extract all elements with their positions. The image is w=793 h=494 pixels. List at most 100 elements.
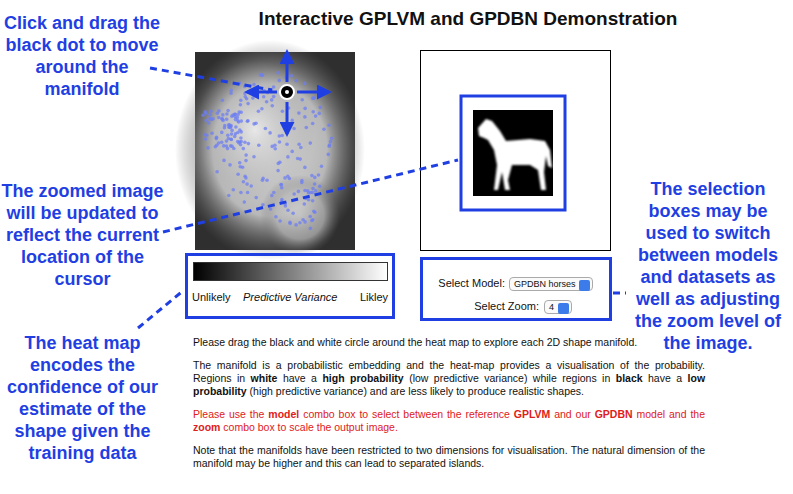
training-point (242, 180, 246, 184)
training-point (261, 73, 265, 77)
training-point (276, 71, 280, 75)
training-point (281, 110, 285, 114)
training-point (314, 189, 318, 193)
training-point (204, 137, 208, 141)
annotation: The zoomed image will be updated to refl… (0, 180, 165, 290)
training-point (299, 146, 303, 150)
training-point (265, 178, 269, 182)
training-point (244, 159, 248, 163)
training-point (210, 131, 214, 135)
body-text: combo box to select between the referenc… (303, 408, 510, 420)
training-point (220, 117, 224, 121)
training-point (303, 166, 307, 170)
training-point (269, 207, 273, 211)
training-point (314, 114, 318, 118)
training-point (257, 109, 261, 113)
scale-label: Predictive Variance (243, 291, 337, 303)
training-point (300, 98, 304, 102)
training-point (220, 117, 224, 121)
training-point (313, 182, 317, 186)
training-point (297, 190, 301, 194)
training-point (291, 212, 295, 216)
title: Interactive GPLVM and GPDBN Demonstratio… (259, 8, 678, 30)
training-point (311, 110, 315, 114)
training-point (211, 117, 215, 121)
training-point (308, 215, 312, 219)
training-point (285, 142, 289, 146)
drag-arrow (286, 102, 289, 134)
training-point (303, 115, 307, 119)
training-point (246, 102, 250, 106)
training-point (330, 136, 334, 140)
training-points (201, 71, 333, 230)
training-point (318, 185, 322, 189)
body-text: high probability (322, 372, 403, 384)
training-point (254, 196, 258, 200)
training-point (220, 141, 224, 145)
training-point (286, 175, 290, 179)
training-point (310, 219, 314, 223)
training-point (319, 106, 323, 110)
training-point (273, 147, 277, 151)
training-point (239, 111, 243, 115)
training-point (221, 113, 225, 117)
training-point (278, 140, 282, 144)
training-point (208, 113, 212, 117)
training-point (230, 138, 234, 142)
training-point (243, 140, 247, 144)
selection-panel: Select Model:Select Zoom:GPDBN horses4 (420, 257, 612, 321)
training-point (240, 119, 244, 123)
paragraph: Please use the model combo box to select… (193, 408, 705, 434)
body-text: have a (648, 372, 682, 384)
training-point (261, 203, 265, 207)
training-point (320, 164, 324, 168)
scale-label: Unlikely (192, 291, 231, 303)
body-text: (high predictive variance) and are less … (250, 385, 584, 397)
training-point (215, 170, 219, 174)
training-point (311, 97, 315, 101)
training-point (297, 142, 301, 146)
training-point (226, 147, 230, 151)
training-point (234, 125, 238, 129)
training-point (244, 153, 248, 157)
training-point (246, 191, 250, 195)
training-point (229, 138, 233, 142)
training-point (238, 128, 242, 132)
body-text: combo box to scale the output image. (223, 421, 398, 433)
training-point (311, 199, 315, 203)
body-text: model and the (637, 408, 706, 420)
colour-bar (194, 263, 388, 281)
training-point (312, 209, 316, 213)
training-point (309, 227, 313, 231)
training-point (327, 124, 331, 128)
training-point (217, 116, 221, 120)
training-point (226, 109, 230, 113)
training-point (230, 132, 234, 136)
training-point (261, 74, 265, 78)
training-point (232, 147, 236, 151)
training-point (270, 98, 274, 102)
annotation: The selection boxes may be used to switc… (628, 178, 788, 354)
drag-arrow (286, 52, 289, 82)
probability-region (175, 40, 365, 260)
body-text: model (268, 408, 299, 420)
training-point (298, 221, 302, 225)
scale-label: Likley (360, 291, 388, 303)
training-point (303, 82, 307, 86)
field-label: Select Zoom: (474, 300, 539, 312)
training-point (242, 147, 246, 151)
training-point (297, 111, 301, 115)
training-point (207, 121, 211, 125)
training-point (222, 159, 226, 163)
training-point (268, 131, 272, 135)
paragraph: Note that the manifolds have been restri… (193, 444, 705, 470)
training-point (300, 179, 304, 183)
training-point (227, 194, 231, 198)
training-point (233, 115, 237, 119)
body-text: black (616, 372, 643, 384)
training-point (286, 208, 290, 212)
training-point (294, 79, 298, 83)
training-point (225, 112, 229, 116)
training-point (271, 104, 275, 108)
training-point (244, 176, 248, 180)
